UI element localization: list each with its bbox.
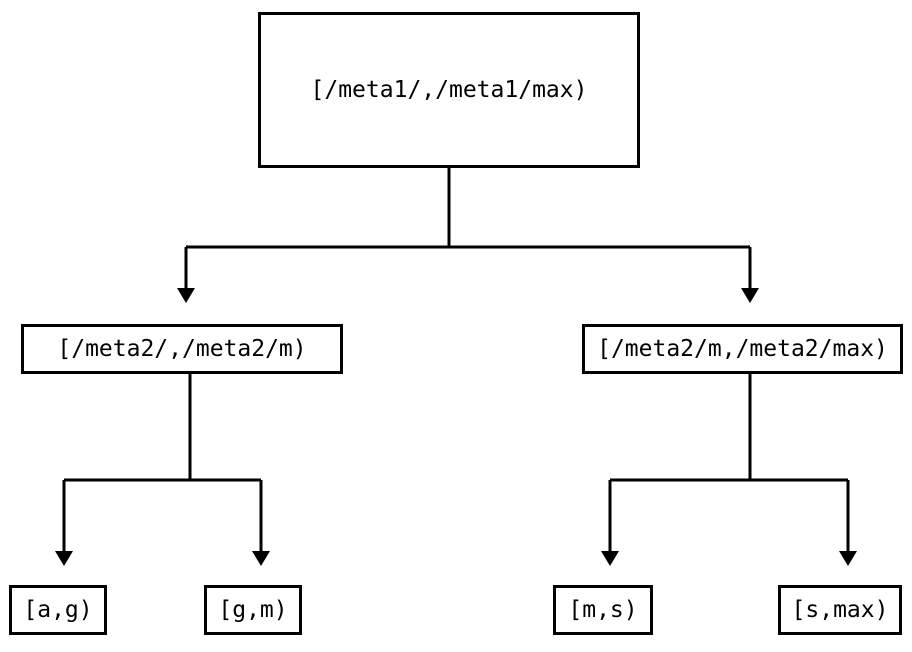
tree-node-root-label: [/meta1/,/meta1/max) [310,77,588,103]
tree-node-mid-left-label: [/meta2/,/meta2/m) [57,336,307,362]
arrowhead-to-leaf-2 [252,551,270,566]
tree-node-mid-right[interactable]: [/meta2/m,/meta2/max) [582,324,903,374]
tree-node-leaf-1-label: [a,g) [23,597,93,623]
arrowhead-to-mid-right [741,288,759,303]
tree-node-leaf-4-label: [s,max) [791,597,889,623]
tree-node-mid-left[interactable]: [/meta2/,/meta2/m) [21,324,343,374]
arrowhead-to-leaf-3 [601,551,619,566]
arrowhead-to-leaf-4 [839,551,857,566]
tree-node-leaf-4[interactable]: [s,max) [778,585,902,635]
tree-node-mid-right-label: [/meta2/m,/meta2/max) [597,336,888,362]
tree-node-leaf-1[interactable]: [a,g) [9,585,107,635]
tree-node-root[interactable]: [/meta1/,/meta1/max) [258,12,640,168]
tree-node-leaf-2-label: [g,m) [218,597,288,623]
tree-node-leaf-3[interactable]: [m,s) [553,585,653,635]
tree-node-leaf-2[interactable]: [g,m) [204,585,302,635]
tree-node-leaf-3-label: [m,s) [568,597,638,623]
arrowhead-to-leaf-1 [55,551,73,566]
arrowhead-to-mid-left [177,288,195,303]
